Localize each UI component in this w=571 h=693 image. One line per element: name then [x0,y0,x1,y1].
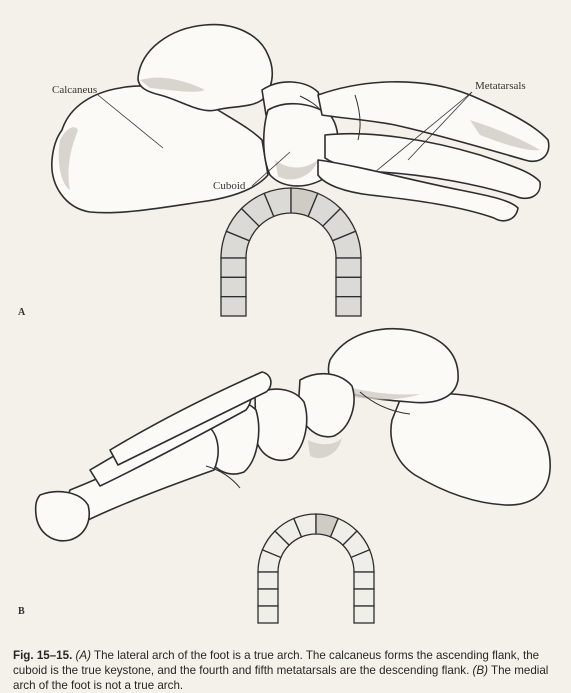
figure-caption: Fig. 15–15. (A) The lateral arch of the … [13,648,561,693]
calcaneus-label: Calcaneus [52,84,97,96]
caption-a-text: The lateral arch of the foot is a true a… [13,648,540,677]
arch-leg-block [220,296,247,317]
arch-leg-block [257,571,279,590]
arch-leg-block [353,605,375,624]
metatarsal-bone [317,81,550,162]
panel-b-label: B [18,606,25,617]
calcaneus-bone [51,85,269,214]
cuboid-label: Cuboid [213,180,246,192]
arch-leg-block [220,276,247,298]
panel-a-label: A [18,307,26,318]
arch-leg-block [353,588,375,607]
arch-leg-block [335,276,362,298]
calcaneus-b-bone [390,392,551,506]
false-arch-diagram [257,513,375,624]
metatarsals-label: Metatarsals [475,80,526,92]
arch-leg-block [257,588,279,607]
arch-leg-block [353,571,375,590]
medial-foot-drawing [34,328,551,542]
caption-b-tag: (B) [472,663,488,677]
true-arch-diagram [220,187,362,317]
arch-leg-block [335,296,362,317]
arch-leg-block [220,257,247,278]
lateral-foot-drawing [51,23,550,222]
arch-leg-block [257,605,279,624]
figure-number: Fig. 15–15. [13,648,73,662]
arch-leg-block [335,257,362,278]
caption-a-tag: (A) [75,648,91,662]
